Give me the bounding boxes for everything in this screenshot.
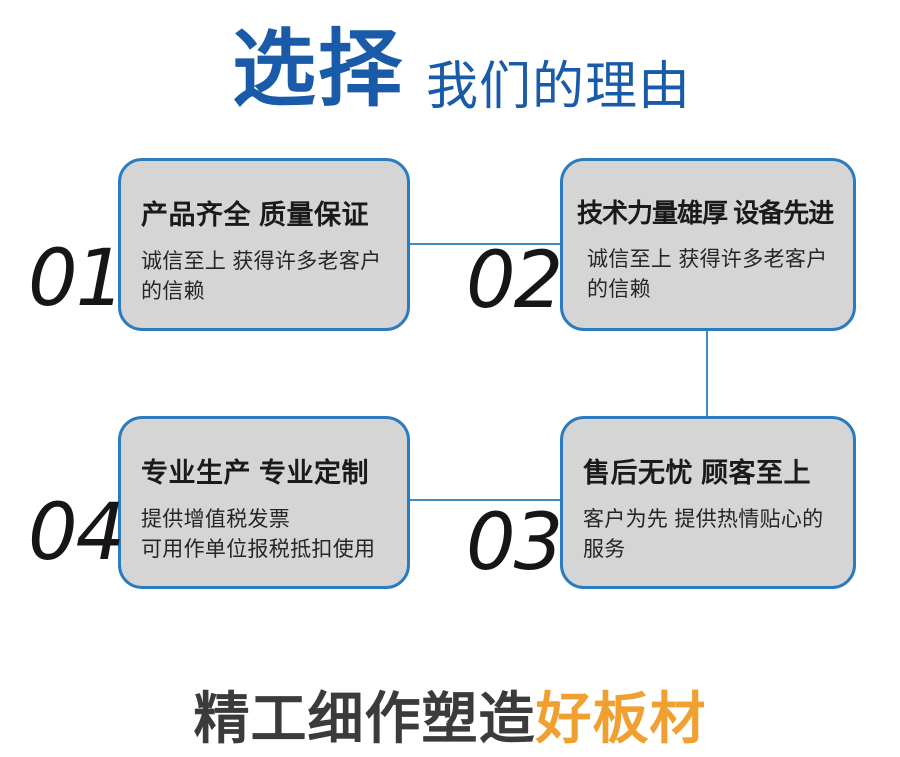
card-title: 专业生产 专业定制 <box>141 458 370 488</box>
card-description: 诚信至上 获得许多老客户 的信赖 <box>141 250 382 304</box>
connector-line-vertical <box>706 331 708 417</box>
card-description: 提供增值税发票 可用作单位报税抵扣使用 <box>141 508 376 562</box>
connector-line-bottom <box>408 499 560 501</box>
card-title: 产品齐全 质量保证 <box>141 200 370 230</box>
card-title: 技术力量雄厚 设备先进 <box>577 198 834 228</box>
reason-card-02: 技术力量雄厚 设备先进 诚信至上 获得许多老客户 的信赖 <box>560 158 856 331</box>
card-number-01: 01 <box>28 234 125 324</box>
card-number-03: 03 <box>466 498 563 588</box>
reason-card-03: 售后无忧 顾客至上 客户为先 提供热情贴心的 服务 <box>560 416 856 589</box>
card-description: 诚信至上 获得许多老客户 的信赖 <box>587 248 828 302</box>
connector-line-top <box>408 243 560 245</box>
reason-card-04: 专业生产 专业定制 提供增值税发票 可用作单位报税抵扣使用 <box>118 416 410 589</box>
headline-main-text: 选择 <box>232 22 405 116</box>
footer-slogan-prefix: 精工细作塑造 <box>193 687 536 750</box>
footer-slogan-highlight: 好板材 <box>535 687 707 750</box>
card-description: 客户为先 提供热情贴心的 服务 <box>583 508 824 562</box>
reason-card-01: 产品齐全 质量保证 诚信至上 获得许多老客户 的信赖 <box>118 158 410 331</box>
card-number-02: 02 <box>466 236 563 326</box>
card-number-04: 04 <box>28 488 125 578</box>
headline-sub-text: 我们的理由 <box>426 57 692 116</box>
card-title: 售后无忧 顾客至上 <box>583 458 812 488</box>
page-title: 选择 我们的理由 <box>232 24 691 115</box>
footer-slogan: 精工细作塑造好板材 <box>0 674 900 755</box>
